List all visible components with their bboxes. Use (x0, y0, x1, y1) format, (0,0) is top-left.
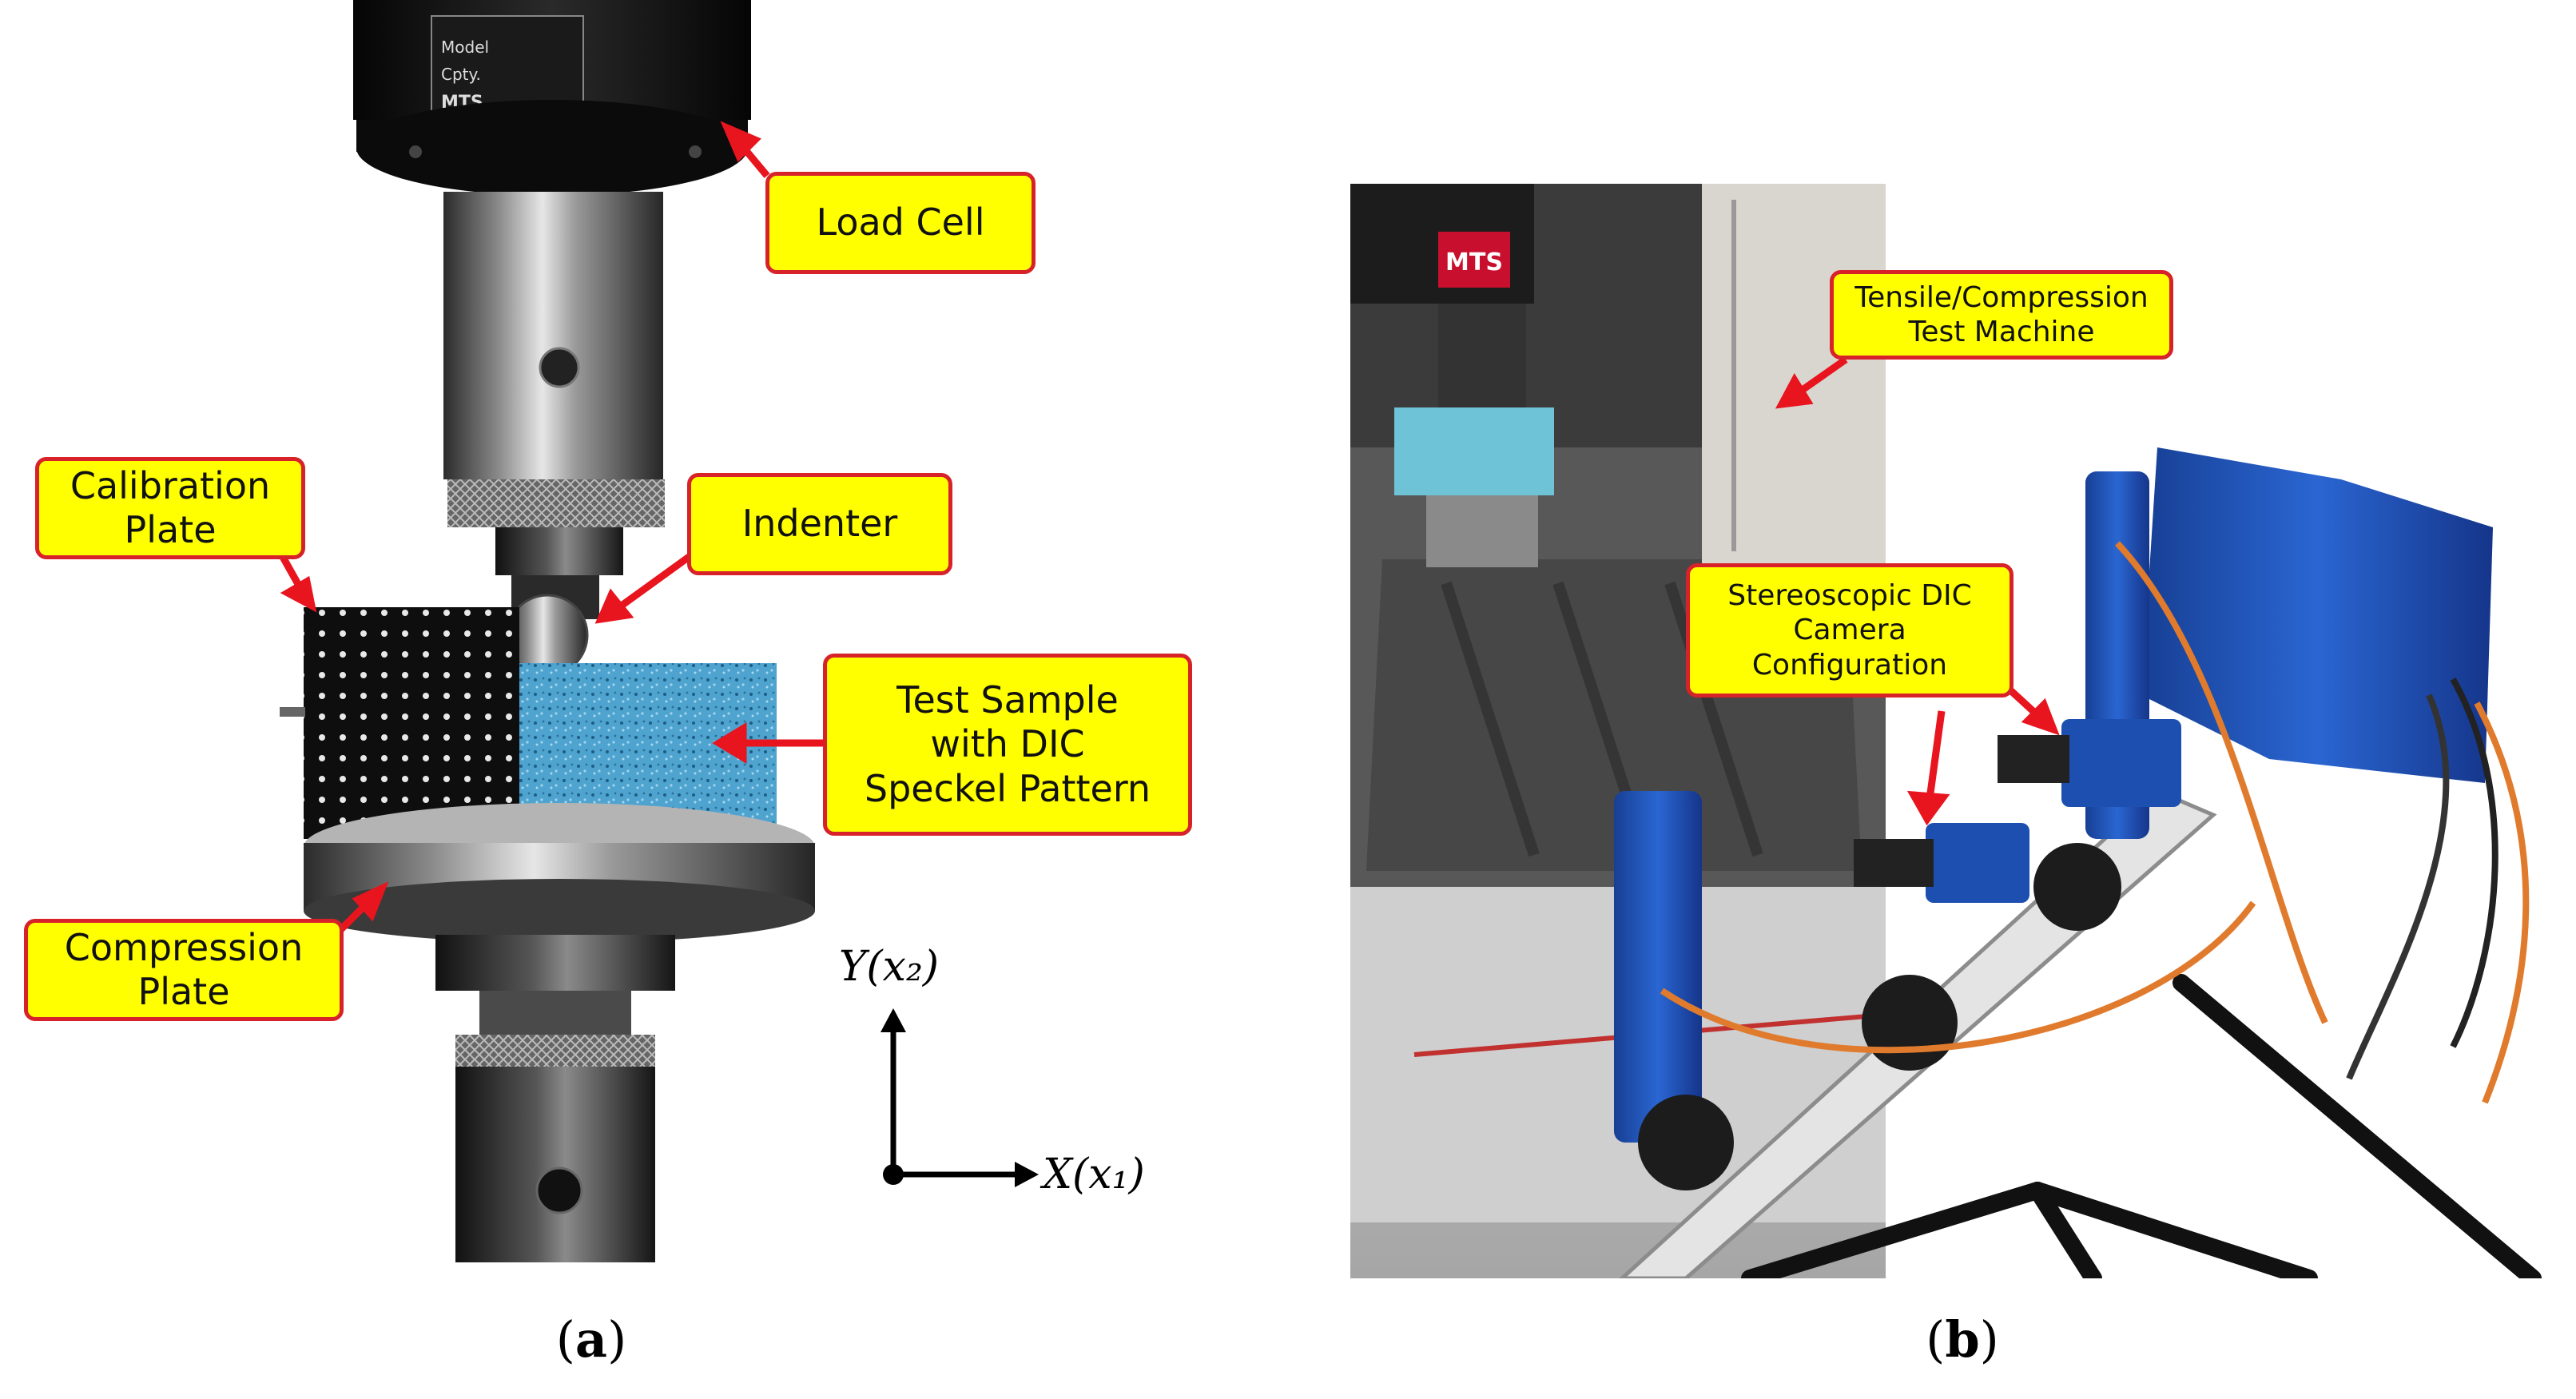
knurled-collar (447, 479, 665, 527)
photo-dic-camera-setup: MTS (1350, 184, 2576, 1278)
panel-b: MTS (1350, 184, 2576, 1278)
mts-logo: MTS (1445, 248, 1503, 276)
coordinate-axes (881, 1008, 1039, 1187)
lower-shaft (455, 1067, 655, 1262)
load-cell-model-label: Model (441, 38, 489, 57)
load-cell-capacity-label: Cpty. (441, 65, 481, 84)
calibration-plate (304, 607, 519, 839)
axes-origin (883, 1164, 904, 1185)
caption-a: (a) (555, 1310, 627, 1369)
callout-test-machine: Tensile/Compression Test Machine (1830, 270, 2173, 360)
callout-compression-plate: Compression Plate (24, 919, 344, 1021)
photo-indentation-setup: Model Cpty. MTS (276, 0, 1039, 1262)
caption-a-letter: a (574, 1310, 608, 1369)
shaft-pin (539, 347, 580, 388)
upper-shaft (443, 192, 663, 479)
caption-b-letter: b (1945, 1310, 1980, 1369)
callout-indenter: Indenter (687, 473, 952, 575)
panel-a: Model Cpty. MTS (0, 0, 1246, 1278)
callout-load-cell: Load Cell (765, 172, 1036, 274)
left-camera (1926, 823, 2029, 903)
mts-logo-plate (1438, 232, 1510, 288)
callout-test-sample: Test Sample with DIC Speckel Pattern (823, 654, 1192, 836)
x-axis-label: X(x₁) (1043, 1151, 1145, 1198)
daq-box (2141, 447, 2493, 783)
caption-b: (b) (1926, 1310, 1999, 1369)
right-camera (2061, 719, 2181, 807)
callout-arrows-a (276, 121, 823, 938)
sample-on-platen (1394, 407, 1554, 495)
left-camera-processor (1614, 791, 1702, 1143)
callout-arrows-b (1775, 356, 2060, 826)
callout-calibration-plate: Calibration Plate (35, 457, 305, 559)
y-axis-label: Y(x₂) (839, 943, 940, 991)
callout-dic-cameras: Stereoscopic DIC Camera Configuration (1686, 563, 2013, 698)
